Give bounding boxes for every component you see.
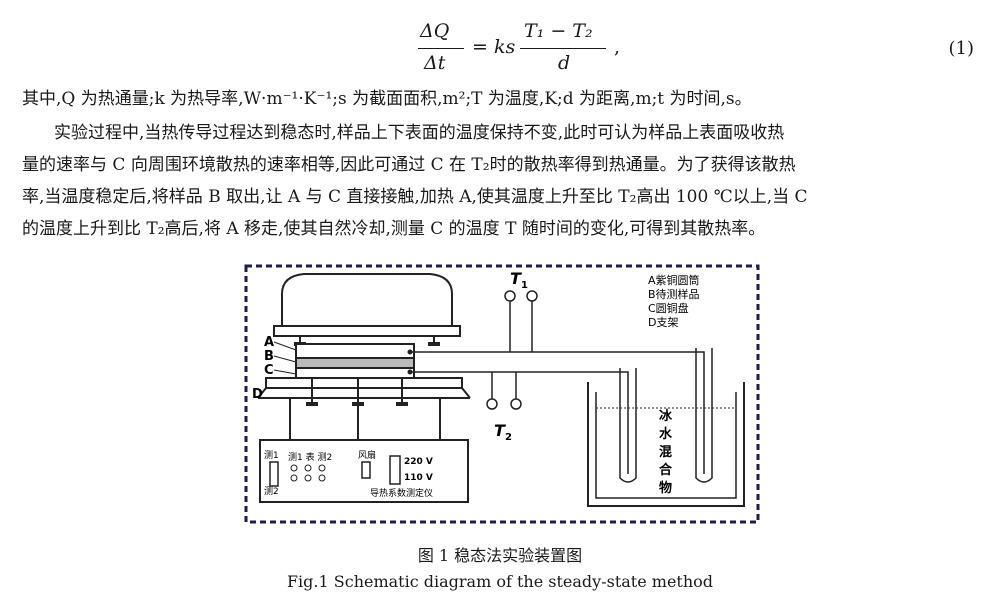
label-t1: T [510, 269, 522, 288]
fan-switch[interactable] [361, 461, 371, 479]
sample-b [295, 357, 415, 369]
apparatus-diagram: A B C D T 1 T 2 A紫铜圆筒 B待测样品 C圆铜盘 D支架 冰 水… [244, 264, 760, 524]
t2-terminal-right [510, 398, 522, 410]
para-line-4: 的温度上升到比 T₂高后,将 A 移走,使其自然冷却,测量 C 的温度 T 随时… [22, 219, 766, 239]
ice-label-5: 物 [659, 480, 672, 496]
copper-disk-c [295, 367, 415, 379]
panel-110v: 110 V [404, 473, 433, 483]
label-t2-sub: 2 [505, 432, 512, 443]
ice-bath-inner [595, 392, 737, 499]
eq-lhs-denominator: Δt [424, 52, 446, 74]
label-a: A [264, 335, 274, 350]
figure-caption-en: Fig.1 Schematic diagram of the steady-st… [286, 572, 714, 591]
eq-rhs-fraction-bar [520, 48, 606, 49]
panel-220v: 220 V [404, 457, 433, 467]
panel-instrument-name: 导热系数测定仪 [370, 487, 433, 499]
label-t1-sub: 1 [521, 280, 528, 291]
legend-d: D支架 [648, 316, 678, 329]
cylinder-base [273, 325, 461, 337]
t2-terminal-left [486, 398, 498, 410]
panel-fan: 风扇 [358, 449, 376, 461]
ice-tube-right [695, 348, 713, 483]
copper-cylinder-a [281, 273, 453, 327]
para-line-2: 量的速率与 C 向周围环境散热的速率相等,因此可通过 C 在 T₂时的散热率得到… [22, 155, 796, 175]
figure-frame [244, 264, 760, 524]
label-b: B [264, 349, 274, 364]
label-c: C [264, 363, 274, 378]
ice-bath-outer [587, 382, 745, 507]
t1-terminal-right [526, 290, 538, 302]
panel-ce2: 测2 [264, 486, 279, 497]
para-definitions: 其中,Q 为热通量;k 为热导率,W·m⁻¹·K⁻¹;s 为截面面积,m²;T … [22, 89, 752, 109]
support-d [265, 377, 463, 389]
label-d: D [252, 387, 263, 402]
ice-label-4: 合 [659, 462, 673, 478]
panel-meter-label: 测1 表 测2 [288, 451, 332, 463]
equation-1: ΔQ Δt = ks T₁ − T₂ d , (1) [0, 12, 1000, 82]
layer-a [295, 343, 415, 359]
eq-lhs-numerator: ΔQ [420, 20, 450, 42]
para-line-1: 实验过程中,当热传导过程达到稳态时,样品上下表面的温度保持不变,此时可认为样品上… [54, 123, 785, 143]
figure-caption-cn: 图 1 稳态法实验装置图 [417, 546, 583, 565]
eq-lhs-fraction-bar [418, 48, 464, 49]
t1-terminal-left [504, 290, 516, 302]
eq-comma: , [614, 36, 621, 58]
eq-number: (1) [948, 38, 975, 59]
eq-ks: = ks [472, 36, 516, 58]
label-t2: T [494, 421, 506, 440]
ice-label-1: 冰 [659, 408, 673, 424]
ice-label-3: 混 [659, 445, 672, 460]
legend-c: C圆铜盘 [648, 301, 689, 315]
eq-rhs-denominator: d [558, 52, 571, 74]
selector-switch[interactable] [269, 461, 279, 487]
eq-rhs-numerator: T₁ − T₂ [524, 20, 593, 42]
legend-b: B待测样品 [648, 287, 700, 301]
ice-tube-left [619, 368, 637, 483]
voltage-switch[interactable] [389, 455, 401, 485]
para-line-3: 率,当温度稳定后,将样品 B 取出,让 A 与 C 直接接触,加热 A,使其温度… [22, 187, 808, 207]
panel-ce1: 测1 [264, 450, 279, 461]
legend-a: A紫铜圆筒 [648, 273, 700, 287]
ice-label-2: 水 [659, 426, 673, 442]
